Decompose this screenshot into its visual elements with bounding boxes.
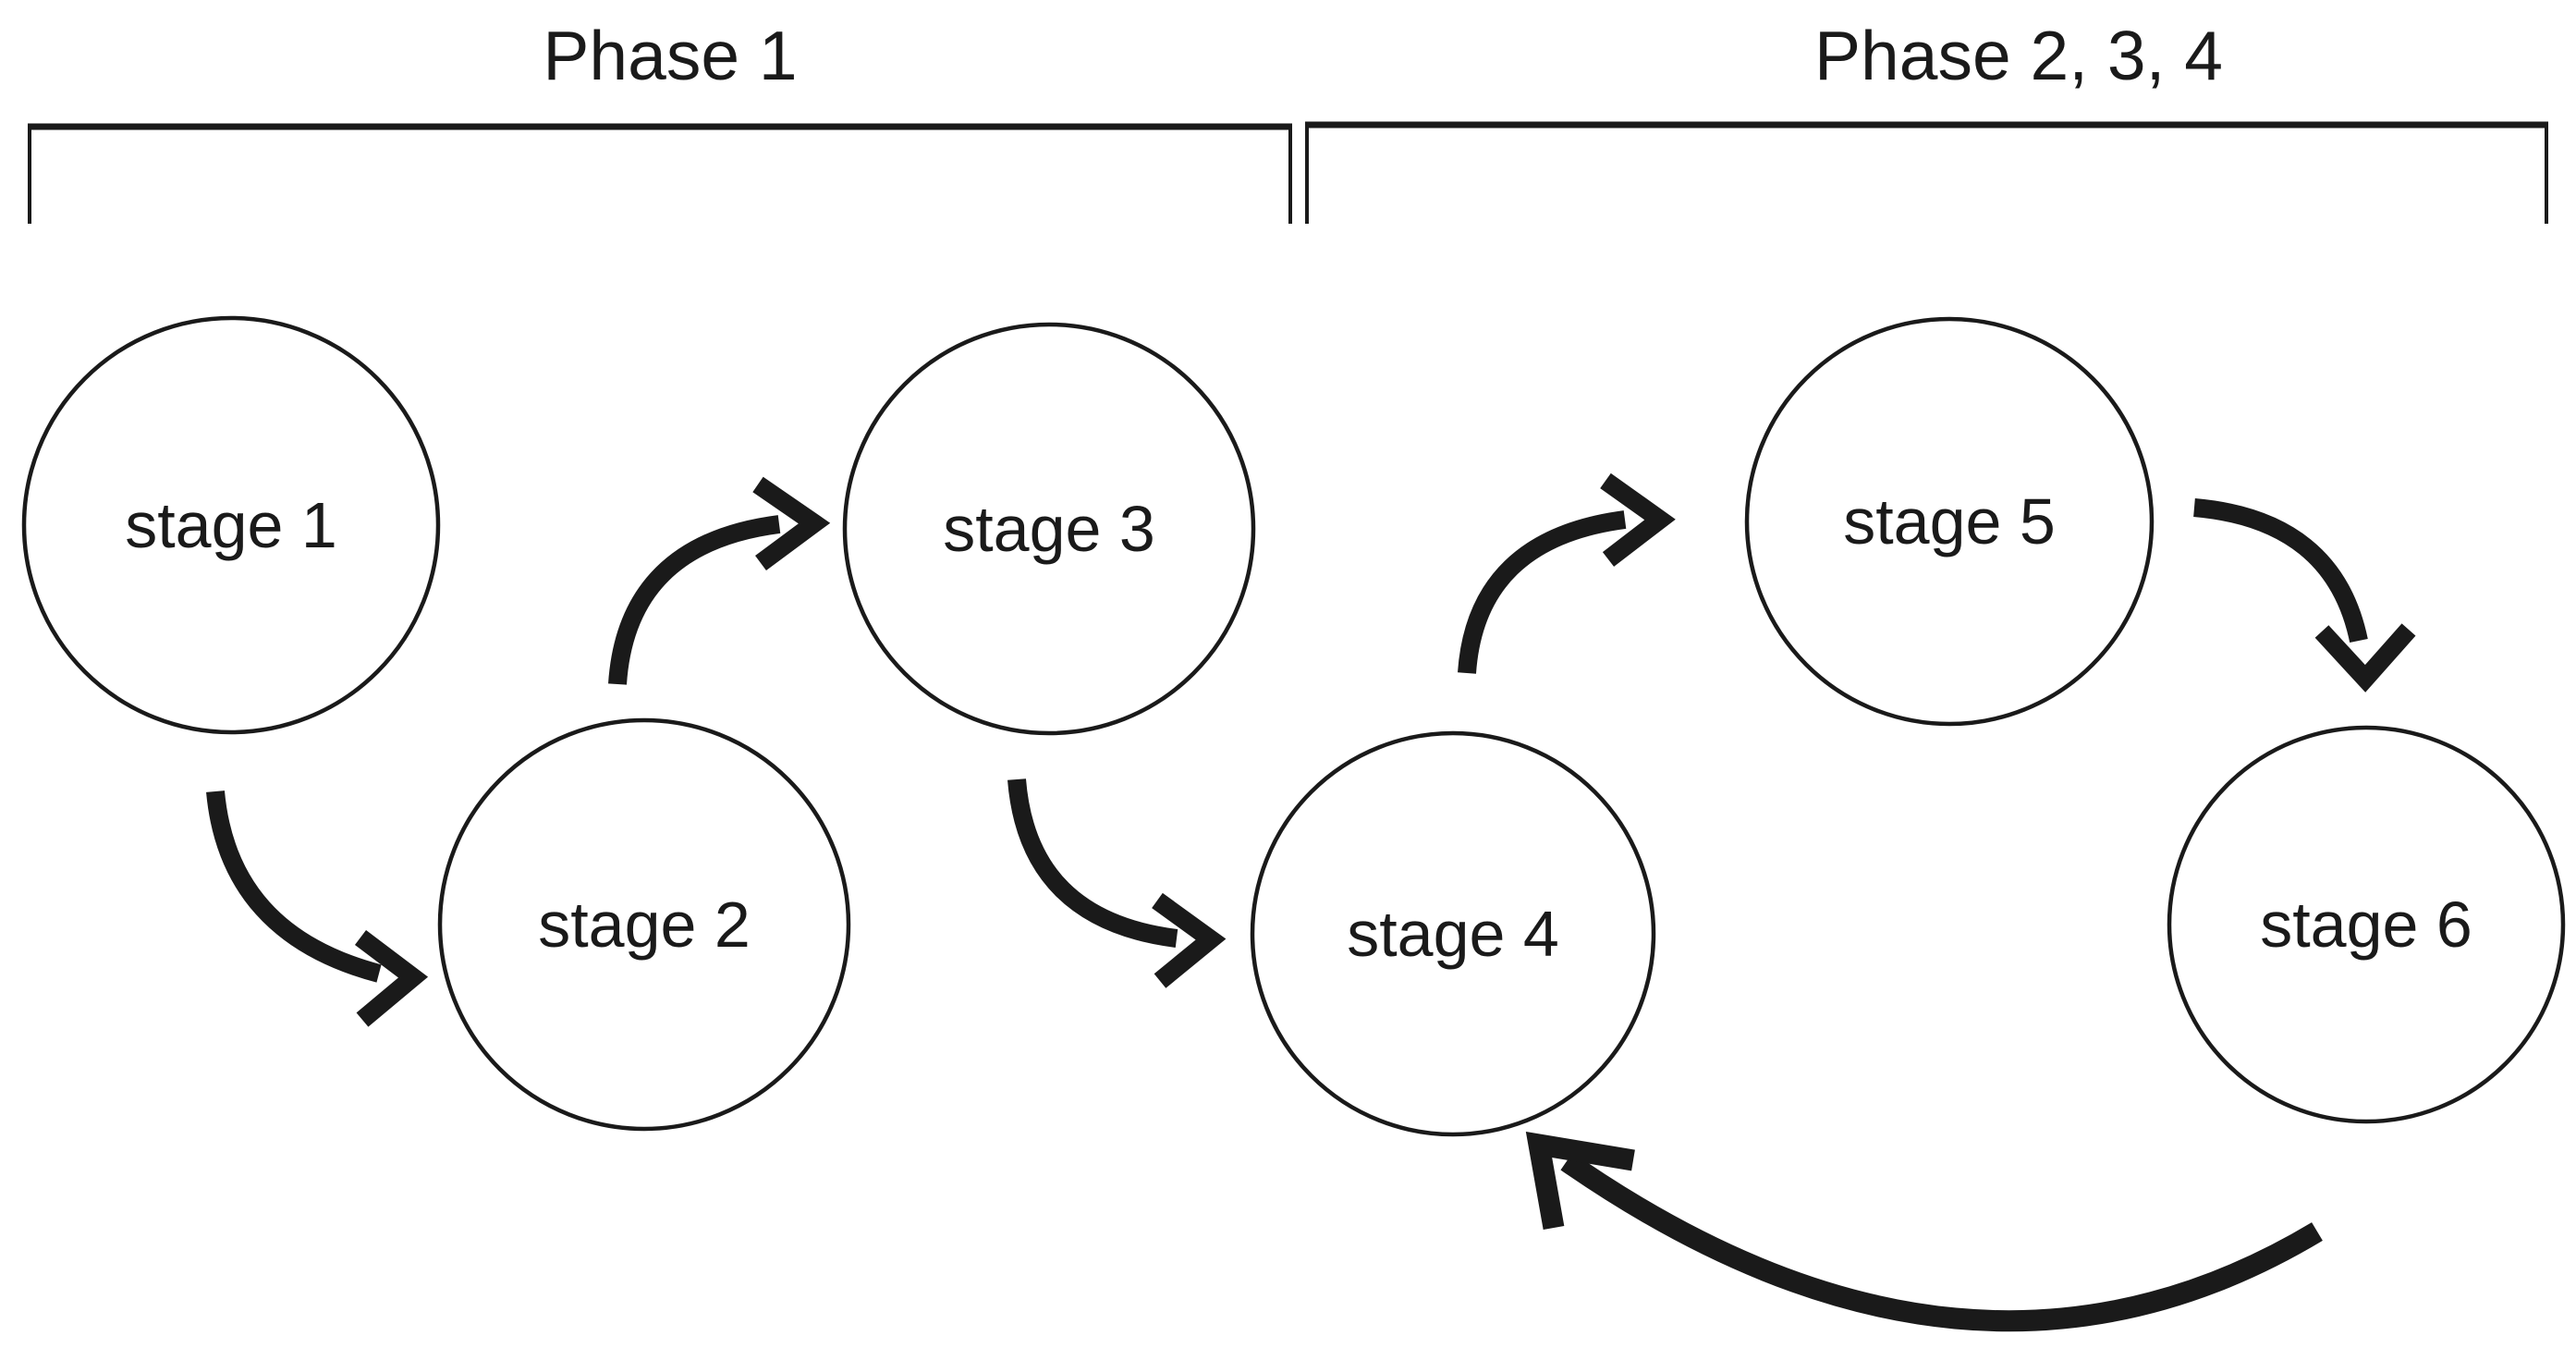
- arrow-stage5-to-stage6-shaft: [2193, 498, 2368, 643]
- stage-5-label: stage 5: [1843, 485, 2056, 558]
- arrow-stage4-to-stage5: [1458, 472, 1676, 674]
- arrow-stage1-to-stage2: [206, 790, 429, 1027]
- stage-1-label: stage 1: [125, 489, 337, 561]
- arrow-stage3-to-stage4-shaft: [1007, 778, 1178, 948]
- stage-2-circle: [437, 717, 851, 1132]
- arrow-stage4-to-stage5-head: [1600, 472, 1676, 567]
- stage-3-label: stage 3: [943, 493, 1155, 565]
- arrow-stage2-to-stage3-shaft: [608, 515, 781, 685]
- arrow-stage4-to-stage5-shaft: [1458, 510, 1627, 674]
- stage-4-circle: [1250, 730, 1656, 1137]
- arrow-stage3-to-stage4-head: [1152, 892, 1227, 988]
- arrow-stage2-to-stage3-head: [752, 476, 831, 571]
- arrow-stage6-back-to-stage4-shaft: [1560, 1152, 2323, 1332]
- stage-2-label: stage 2: [538, 888, 751, 961]
- arrow-stage6-back-to-stage4-head: [1525, 1131, 1635, 1231]
- stage-5-circle: [1744, 316, 2155, 727]
- stage-6-circle: [2167, 725, 2566, 1124]
- phase-2-3-4-label: Phase 2, 3, 4: [1814, 17, 2223, 94]
- arrow-stage3-to-stage4: [1007, 778, 1227, 988]
- arrow-stage1-to-stage2-head: [354, 930, 429, 1027]
- stage-1-circle: [21, 315, 441, 735]
- arrow-stage2-to-stage3: [608, 476, 831, 685]
- arrow-stage5-to-stage6: [2193, 498, 2416, 692]
- arrow-stage1-to-stage2-shaft: [206, 790, 382, 983]
- stage-4-label: stage 4: [1347, 898, 1559, 970]
- phase-1-label: Phase 1: [543, 17, 797, 94]
- stage-6-label: stage 6: [2260, 888, 2472, 961]
- stage-3-circle: [842, 322, 1256, 736]
- arrow-stage6-back-to-stage4: [1525, 1131, 2323, 1332]
- arrow-stage5-to-stage6-head: [2314, 623, 2416, 692]
